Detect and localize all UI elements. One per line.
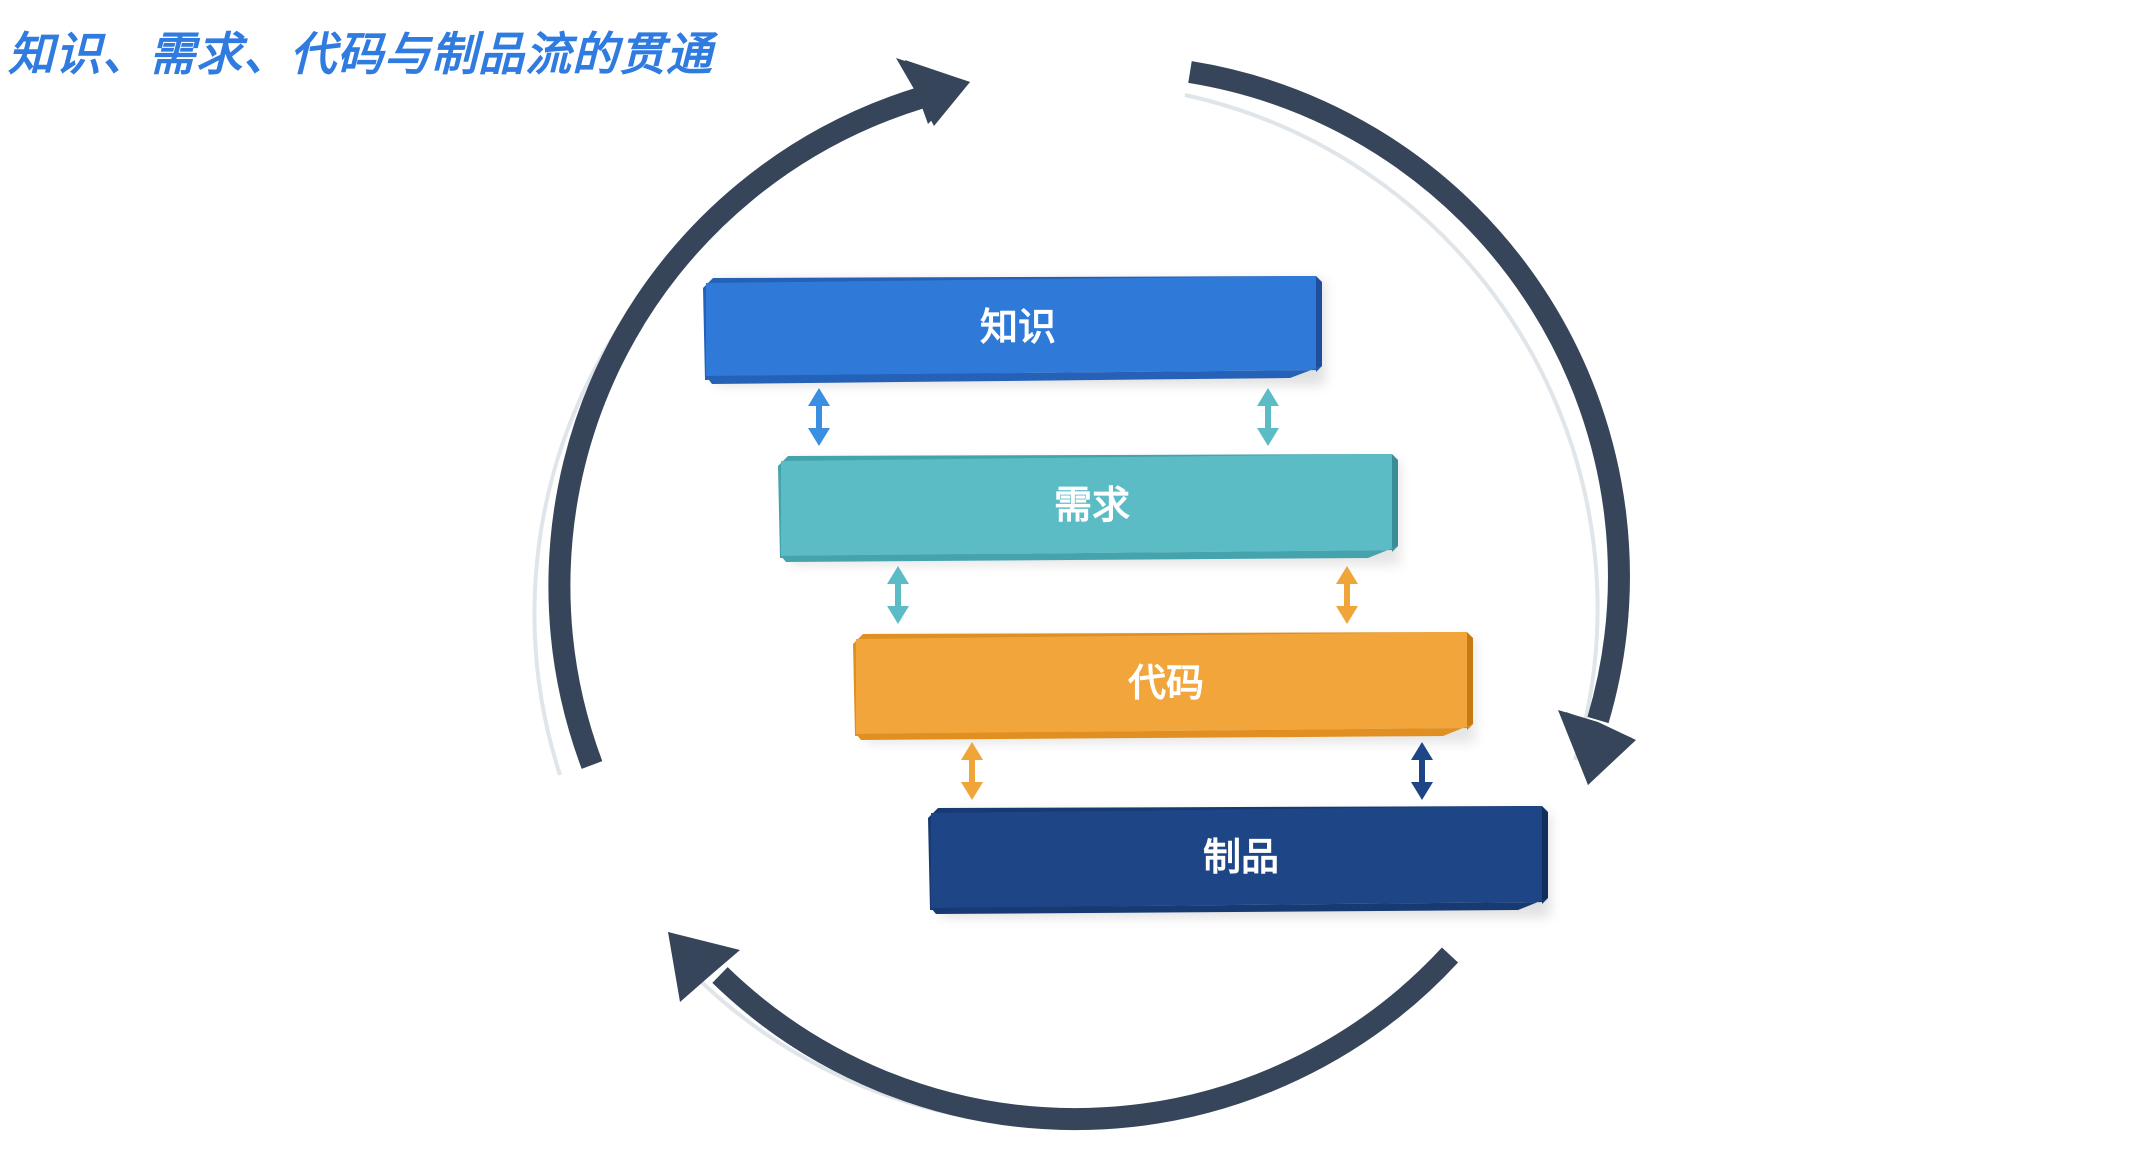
layer-artifact-label: 制品 bbox=[1203, 835, 1279, 879]
page-title: 知识、需求、代码与制品流的贯通 bbox=[8, 27, 713, 81]
connector-knowledge-requirement-right bbox=[1257, 388, 1279, 446]
cycle-arrow-right bbox=[1188, 61, 1636, 785]
connector-requirement-code-right bbox=[1336, 566, 1358, 624]
cycle-arrow-top-left bbox=[548, 58, 970, 769]
layer-knowledge-label: 知识 bbox=[980, 305, 1056, 349]
cycle-arrow-bottom bbox=[668, 932, 1459, 1131]
cycle-arrows bbox=[532, 58, 1636, 1131]
connector-code-artifact-left bbox=[961, 742, 983, 800]
connector-code-artifact-right bbox=[1411, 742, 1433, 800]
layer-knowledge: 知识 bbox=[703, 276, 1325, 385]
layer-requirement: 需求 bbox=[778, 454, 1400, 565]
layer-code-label: 代码 bbox=[1128, 661, 1204, 705]
connector-knowledge-requirement-left bbox=[808, 388, 830, 446]
layer-code: 代码 bbox=[853, 632, 1475, 743]
layer-requirement-label: 需求 bbox=[1054, 483, 1130, 527]
layer-artifact: 制品 bbox=[928, 806, 1550, 917]
connector-requirement-code-left bbox=[887, 566, 909, 624]
